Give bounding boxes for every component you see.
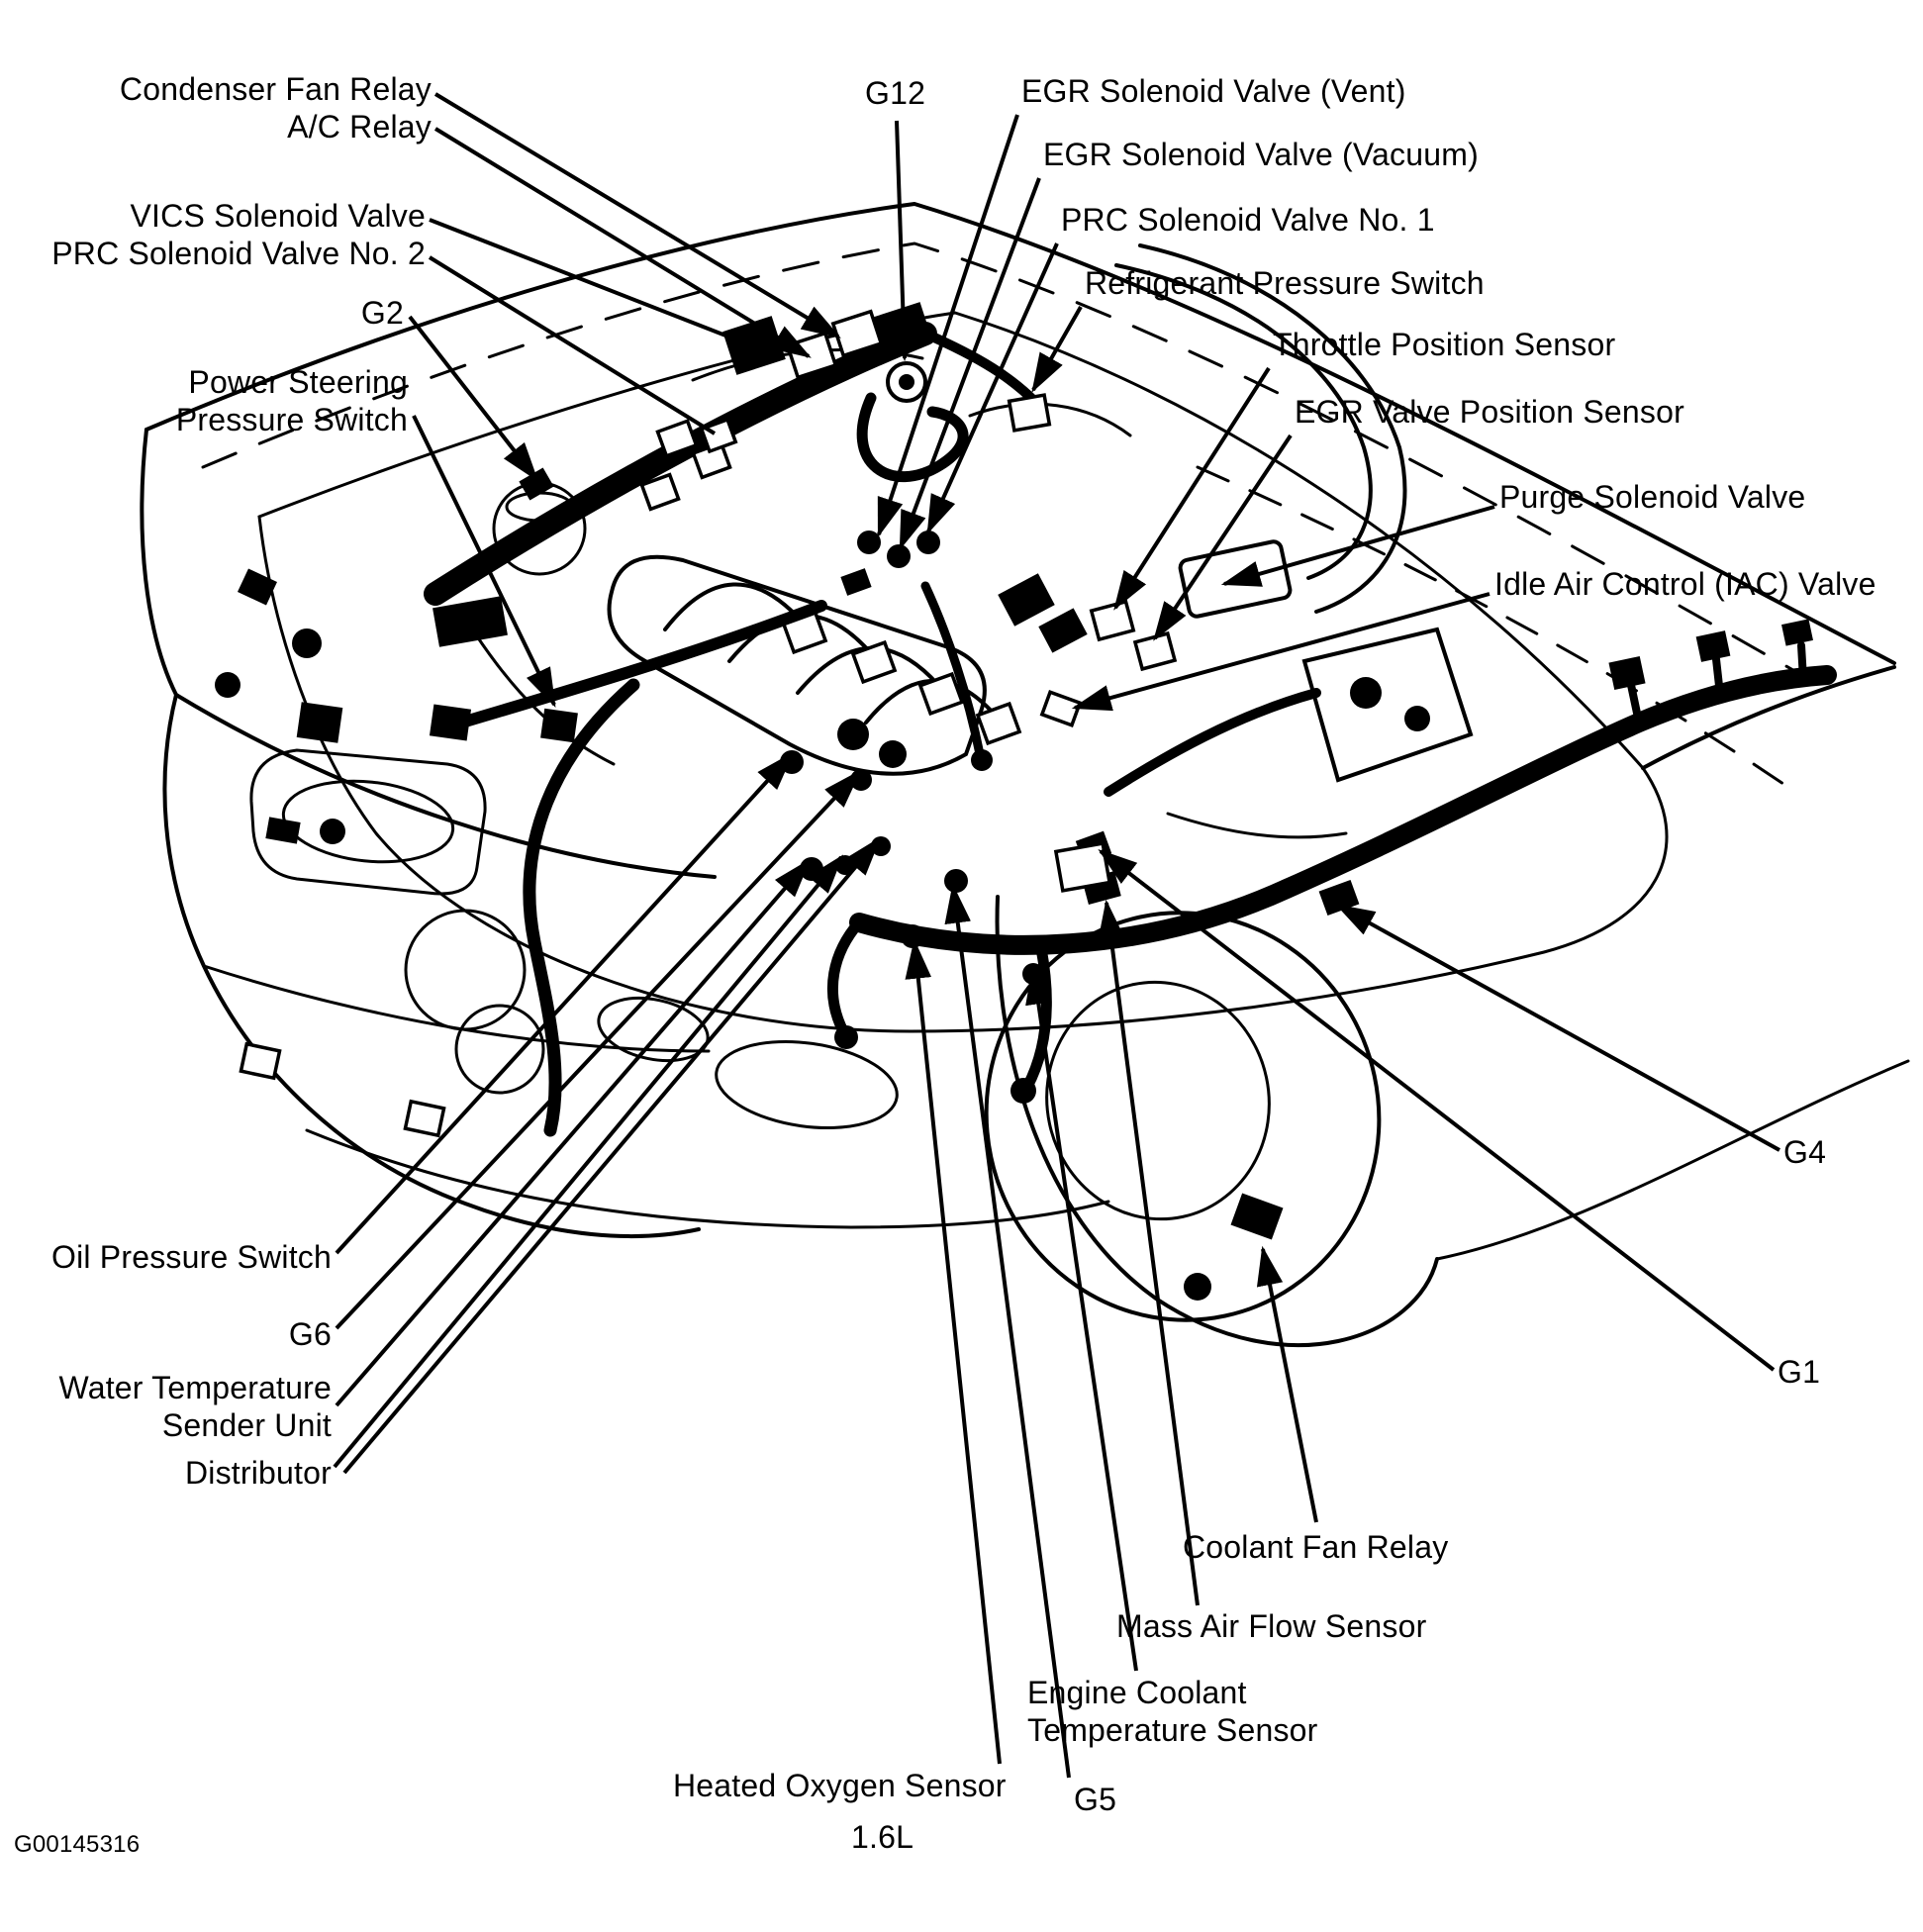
leader-g4 <box>1335 904 1780 1152</box>
label-throttle-position-sensor: Throttle Position Sensor <box>1273 327 1616 362</box>
label-g6: G6 <box>288 1316 332 1352</box>
label-mass-air-flow-sensor: Mass Air Flow Sensor <box>1116 1608 1427 1644</box>
label-condenser-fan-relay: Condenser Fan Relay <box>119 71 432 107</box>
label-g4: G4 <box>1783 1134 1827 1170</box>
leader-ac-relay <box>433 127 812 358</box>
leader-oil-pressure-switch <box>335 751 795 1255</box>
label-prc-solenoid-valve-no1: PRC Solenoid Valve No. 1 <box>1061 202 1435 238</box>
figure-code: G00145316 <box>14 1831 141 1858</box>
leader-purge-solenoid <box>1220 505 1495 587</box>
leader-heated-oxygen <box>905 938 1002 1765</box>
label-g5: G5 <box>1074 1782 1117 1817</box>
leader-g6 <box>335 769 862 1330</box>
label-ac-relay: A/C Relay <box>287 109 432 145</box>
label-egr-solenoid-valve-vent: EGR Solenoid Valve (Vent) <box>1021 73 1406 109</box>
label-coolant-fan-relay: Coolant Fan Relay <box>1183 1529 1449 1565</box>
label-purge-solenoid-valve: Purge Solenoid Valve <box>1499 479 1806 515</box>
leader-lines <box>333 92 1780 1779</box>
label-oil-pressure-switch: Oil Pressure Switch <box>51 1239 332 1275</box>
leader-g1 <box>1098 848 1776 1372</box>
label-g2: G2 <box>360 295 404 331</box>
label-egr-valve-position-sensor: EGR Valve Position Sensor <box>1295 394 1684 430</box>
leader-egr-position-sensor <box>1153 434 1293 641</box>
harness-connectors <box>215 302 1813 1301</box>
leader-mass-air-flow <box>1098 899 1200 1606</box>
label-vics-solenoid-valve: VICS Solenoid Valve <box>130 198 426 234</box>
leader-power-steering <box>412 415 556 708</box>
leader-refrigerant-switch <box>1031 306 1083 393</box>
leader-water-temp-sender <box>335 858 812 1407</box>
label-egr-solenoid-valve-vacuum: EGR Solenoid Valve (Vacuum) <box>1043 137 1479 172</box>
label-prc-solenoid-valve-no2: PRC Solenoid Valve No. 2 <box>51 236 426 271</box>
leader-g2 <box>408 315 539 482</box>
leader-throttle-sensor <box>1113 366 1271 611</box>
leader-distributor-a <box>333 854 844 1469</box>
leader-prc-solenoid-no2 <box>428 255 717 435</box>
g12-grommet <box>886 361 927 403</box>
label-engine-variant: 1.6L <box>851 1819 914 1855</box>
label-g12: G12 <box>865 75 926 111</box>
label-water-temperature-sender-unit: Water Temperature Sender Unit <box>58 1370 332 1443</box>
leader-condenser-fan-relay <box>433 92 841 338</box>
label-distributor: Distributor <box>184 1455 332 1491</box>
label-idle-air-control-valve: Idle Air Control (IAC) Valve <box>1494 566 1876 602</box>
leader-egr-vacuum <box>899 177 1041 551</box>
label-engine-coolant-temperature-sensor: Engine Coolant Temperature Sensor <box>1027 1675 1318 1748</box>
wiring-harness <box>424 322 1837 1137</box>
component-cubes <box>239 309 1178 1138</box>
leader-coolant-fan-relay <box>1256 1245 1318 1523</box>
label-refrigerant-pressure-switch: Refrigerant Pressure Switch <box>1085 265 1485 301</box>
leader-egr-vent <box>877 114 1019 538</box>
leader-vics-solenoid <box>429 218 739 342</box>
label-g1: G1 <box>1778 1354 1821 1390</box>
leader-g5 <box>944 883 1071 1779</box>
leader-g12 <box>890 120 917 362</box>
leader-prc-solenoid-no1 <box>926 242 1059 535</box>
leader-distributor-b <box>342 836 882 1475</box>
label-power-steering-pressure-switch: Power Steering Pressure Switch <box>175 364 408 437</box>
label-heated-oxygen-sensor: Heated Oxygen Sensor <box>673 1768 1007 1803</box>
leader-engine-coolant-temp <box>1025 964 1138 1672</box>
leader-iac-valve <box>1071 592 1490 712</box>
